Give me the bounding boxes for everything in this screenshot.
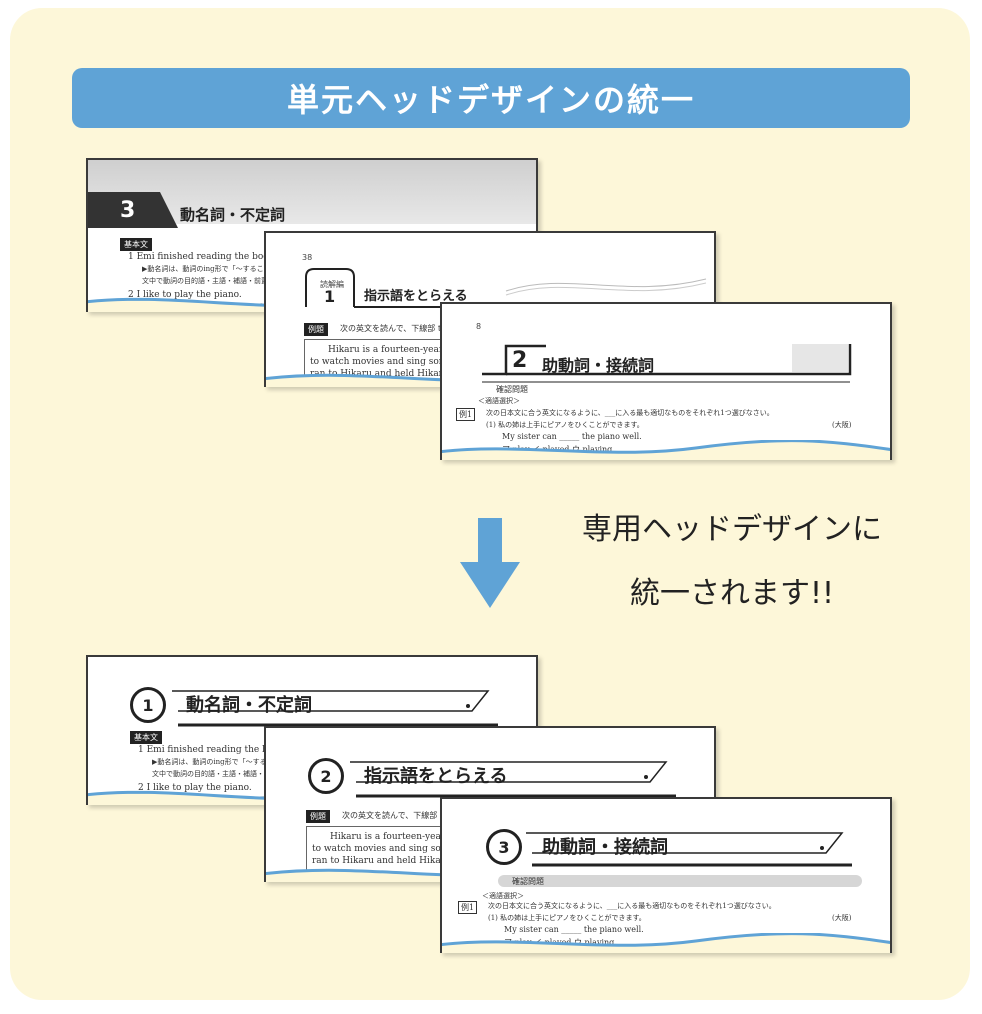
- section-tag: 例題: [304, 323, 328, 336]
- question-tag: 例1: [456, 408, 476, 421]
- before-card-3: 8 2 助動詞・接続詞 確認問題 ＜適語選択＞ 例1 次の日本文に合う英文になる…: [440, 302, 892, 460]
- source-label: (大阪): [832, 914, 852, 922]
- passage-line: ran to Hikaru and held Hikaru in he: [312, 856, 477, 866]
- source-label: (大阪): [832, 421, 852, 429]
- text-line: 文中で動詞の目的語・主語・補語・前置詞: [152, 770, 285, 778]
- text-line: My sister can _____ the piano well.: [504, 925, 644, 934]
- page-number: 8: [476, 322, 482, 331]
- sub-heading: 確認問題: [512, 877, 544, 886]
- text-line: ▶動名詞は、動詞のing形で「～すること」: [152, 758, 288, 766]
- after-card-3: 3 助動詞・接続詞 確認問題 ＜適語選択＞ 例1 次の日本文に合う英文になるよう…: [440, 797, 892, 953]
- page-number: 38: [302, 253, 313, 262]
- text-line: 1 Emi finished reading the book.: [128, 252, 278, 262]
- unit-number-block: 3: [88, 192, 178, 228]
- banner-title: 単元ヘッドデザインの統一: [72, 68, 910, 128]
- instruction-text: 次の英文を読んで、下線部 the: [342, 811, 453, 820]
- text-line: 文中で動詞の目的語・主語・補語・前置詞: [142, 277, 275, 285]
- text-line: 1 Emi finished reading the book.: [138, 745, 288, 755]
- unit-title: 助動詞・接続詞: [542, 356, 655, 375]
- instruction-text: 次の英文を読んで、下線部 the: [340, 324, 451, 333]
- torn-edge-wave: [442, 933, 890, 953]
- instruction-text: 次の日本文に合う英文になるように、___に入る最も適切なものをそれぞれ1つ選びな…: [488, 902, 776, 910]
- passage-line: to watch movies and sing songs.: [310, 357, 458, 367]
- torn-edge-wave: [442, 440, 890, 460]
- header-decoration: [350, 761, 676, 798]
- section-tag: 基本文: [120, 238, 152, 251]
- unit-title: 助動詞・接続詞: [542, 837, 668, 858]
- question-tag: 例1: [458, 901, 478, 914]
- unit-number: 2: [512, 348, 528, 373]
- arrow-caption-line-1: 専用ヘッドデザインに: [582, 512, 882, 547]
- text-line: My sister can _____ the piano well.: [502, 432, 642, 441]
- text-line: (1) 私の姉は上手にピアノをひくことができます。: [486, 421, 644, 429]
- header-decoration: [172, 690, 498, 727]
- text-line: 2 I like to play the piano.: [138, 783, 252, 793]
- passage-line: to watch movies and sing songs.: [312, 844, 460, 854]
- question-type: ＜適語選択＞: [478, 397, 520, 405]
- arrow-caption-line-2: 統一されます!!: [629, 576, 835, 611]
- text-line: ▶動名詞は、動詞のing形で「～すること」: [142, 265, 278, 273]
- unit-title: 指示語をとらえる: [364, 766, 508, 787]
- arrow-caption: 専用ヘッドデザインに 統一されます!!: [522, 498, 942, 626]
- passage-line: Hikaru is a fourteen-year-old girl.: [328, 345, 482, 355]
- unit-title: 動名詞・不定詞: [186, 695, 312, 716]
- passage-line: ran to Hikaru and held Hikaru in he: [310, 369, 475, 379]
- sub-heading: 確認問題: [496, 385, 528, 394]
- section-label: 読解編: [320, 280, 344, 289]
- header-decoration: [498, 832, 862, 887]
- unit-number: 1: [324, 287, 336, 306]
- down-arrow-icon: [460, 518, 520, 608]
- unit-number-circle: 1: [130, 687, 166, 723]
- text-line: 2 I like to play the piano.: [128, 290, 242, 300]
- section-tag: 例題: [306, 810, 330, 823]
- unit-number-circle: 3: [486, 829, 522, 865]
- unit-title: 動名詞・不定詞: [180, 206, 286, 224]
- unit-title: 指示語をとらえる: [364, 289, 468, 304]
- text-line: (1) 私の姉は上手にピアノをひくことができます。: [488, 914, 646, 922]
- section-tag: 基本文: [130, 731, 162, 744]
- header-decoration: [482, 344, 852, 383]
- unit-number-circle: 2: [308, 758, 344, 794]
- instruction-text: 次の日本文に合う英文になるように、___に入る最も適切なものをそれぞれ1つ選びな…: [486, 409, 774, 417]
- question-type: ＜適語選択＞: [482, 892, 524, 900]
- passage-line: Hikaru is a fourteen-year-old girl.: [330, 832, 484, 842]
